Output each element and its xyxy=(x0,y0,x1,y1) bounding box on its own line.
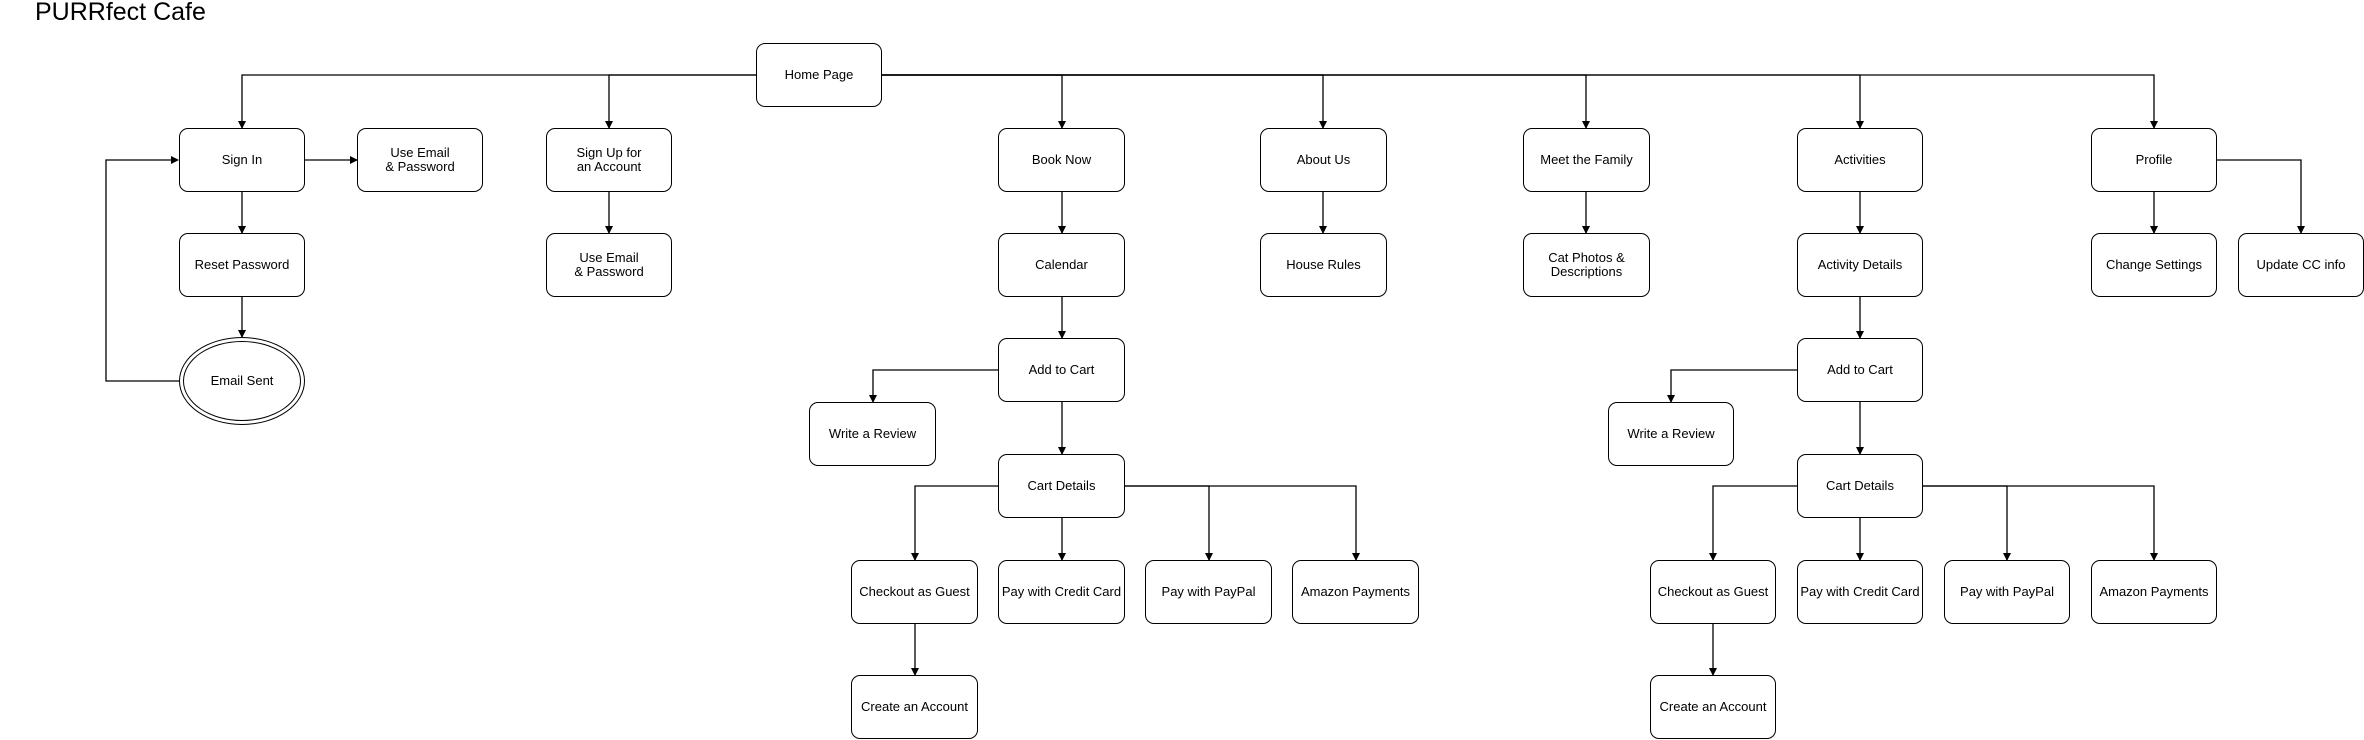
node-update-cc-info[interactable]: Update CC info xyxy=(2238,233,2364,297)
node-checkout-guest-activities[interactable]: Checkout as Guest xyxy=(1650,560,1776,624)
edge-home-aboutus xyxy=(882,74,1327,129)
edge-cartdetails-paypal xyxy=(1125,485,1213,561)
node-book-now[interactable]: Book Now xyxy=(998,128,1125,192)
edge-emailsent-signin xyxy=(105,156,180,382)
node-pay-credit-booking[interactable]: Pay with Credit Card xyxy=(998,560,1125,624)
edge-profile-updatecc xyxy=(2217,159,2305,234)
edge-home-signin xyxy=(238,74,756,129)
node-use-email-password-signup[interactable]: Use Email & Password xyxy=(546,233,672,297)
node-reset-password[interactable]: Reset Password xyxy=(179,233,305,297)
edge-addcart-review xyxy=(869,369,998,403)
node-about-us[interactable]: About Us xyxy=(1260,128,1387,192)
node-pay-paypal-booking[interactable]: Pay with PayPal xyxy=(1145,560,1272,624)
edge-home-activities xyxy=(882,74,1864,129)
edge-home-signup xyxy=(605,74,756,129)
node-meet-the-family[interactable]: Meet the Family xyxy=(1523,128,1650,192)
edge-addcart2-review xyxy=(1667,369,1797,403)
node-sign-in[interactable]: Sign In xyxy=(179,128,305,192)
edge-cartdetails2-amazon xyxy=(1923,485,2158,561)
node-write-review-activities[interactable]: Write a Review xyxy=(1608,402,1734,466)
node-pay-credit-activities[interactable]: Pay with Credit Card xyxy=(1797,560,1923,624)
node-profile[interactable]: Profile xyxy=(2091,128,2217,192)
node-create-account-activities[interactable]: Create an Account xyxy=(1650,675,1776,739)
edge-home-meetfamily xyxy=(882,74,1590,129)
node-activities[interactable]: Activities xyxy=(1797,128,1923,192)
node-amazon-payments-booking[interactable]: Amazon Payments xyxy=(1292,560,1419,624)
node-sign-up[interactable]: Sign Up for an Account xyxy=(546,128,672,192)
node-home-page[interactable]: Home Page xyxy=(756,43,882,107)
edge-cartdetails2-guest xyxy=(1709,485,1797,561)
edge-home-profile xyxy=(882,74,2158,129)
edge-cartdetails2-paypal xyxy=(1923,485,2011,561)
edge-cartdetails-guest xyxy=(911,485,998,561)
node-cart-details-booking[interactable]: Cart Details xyxy=(998,454,1125,518)
node-create-account-booking[interactable]: Create an Account xyxy=(851,675,978,739)
node-house-rules[interactable]: House Rules xyxy=(1260,233,1387,297)
node-pay-paypal-activities[interactable]: Pay with PayPal xyxy=(1944,560,2070,624)
node-use-email-password-signin[interactable]: Use Email & Password xyxy=(357,128,483,192)
node-activity-details[interactable]: Activity Details xyxy=(1797,233,1923,297)
node-cat-photos[interactable]: Cat Photos & Descriptions xyxy=(1523,233,1650,297)
edge-home-booknow xyxy=(882,74,1066,129)
node-email-sent[interactable]: Email Sent xyxy=(179,337,305,425)
node-calendar[interactable]: Calendar xyxy=(998,233,1125,297)
node-cart-details-activities[interactable]: Cart Details xyxy=(1797,454,1923,518)
node-add-to-cart-booking[interactable]: Add to Cart xyxy=(998,338,1125,402)
node-amazon-payments-activities[interactable]: Amazon Payments xyxy=(2091,560,2217,624)
edge-cartdetails-amazon xyxy=(1125,485,1360,561)
node-checkout-guest-booking[interactable]: Checkout as Guest xyxy=(851,560,978,624)
diagram-title: PURRfect Cafe xyxy=(35,0,206,26)
node-change-settings[interactable]: Change Settings xyxy=(2091,233,2217,297)
node-write-review-booking[interactable]: Write a Review xyxy=(809,402,936,466)
node-add-to-cart-activities[interactable]: Add to Cart xyxy=(1797,338,1923,402)
